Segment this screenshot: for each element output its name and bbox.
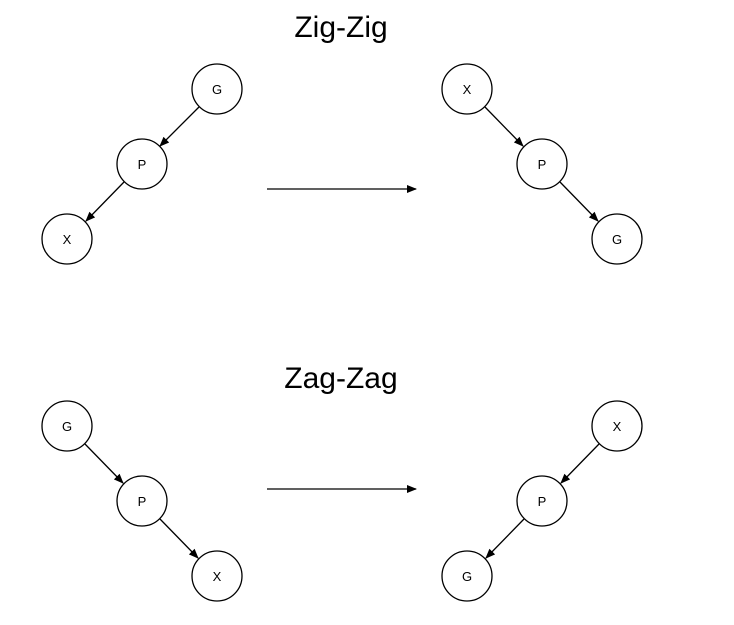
node-middle: P (516, 138, 568, 190)
svg-text:X: X (463, 82, 472, 97)
svg-text:G: G (62, 419, 72, 434)
svg-text:G: G (462, 569, 472, 584)
edge-p-g (559, 181, 599, 222)
svg-text:G: G (212, 82, 222, 97)
node-bottom: G (591, 213, 643, 265)
svg-text:P: P (138, 494, 147, 509)
zag-zag-section: Zag-Zag G P X X (41, 362, 643, 602)
node-top: X (441, 63, 493, 115)
svg-text:X: X (213, 569, 222, 584)
edge-g-p (84, 443, 124, 484)
edge-x-p (560, 443, 600, 484)
svg-text:G: G (612, 232, 622, 247)
node-bottom: X (191, 550, 243, 602)
zig-zig-after-tree: X P G (441, 63, 643, 265)
node-bottom: G (441, 550, 493, 602)
node-middle: P (116, 475, 168, 527)
node-middle: P (116, 138, 168, 190)
svg-text:X: X (613, 419, 622, 434)
edge-p-g (485, 518, 525, 559)
node-top: G (41, 400, 93, 452)
edge-g-p (159, 106, 200, 147)
node-top: G (191, 63, 243, 115)
zag-zag-title: Zag-Zag (284, 362, 397, 395)
svg-text:P: P (138, 157, 147, 172)
zig-zig-section: Zig-Zig G P X X (41, 11, 643, 265)
zag-zag-before-tree: G P X (41, 400, 243, 602)
svg-text:X: X (63, 232, 72, 247)
edge-p-x (159, 518, 199, 559)
node-middle: P (516, 475, 568, 527)
edge-p-x (85, 181, 125, 222)
zig-zig-title: Zig-Zig (294, 11, 387, 44)
zig-zig-before-tree: G P X (41, 63, 243, 265)
node-bottom: X (41, 213, 93, 265)
svg-text:P: P (538, 157, 547, 172)
edge-x-p (484, 106, 524, 147)
svg-text:P: P (538, 494, 547, 509)
zag-zag-after-tree: X P G (441, 400, 643, 602)
node-top: X (591, 400, 643, 452)
